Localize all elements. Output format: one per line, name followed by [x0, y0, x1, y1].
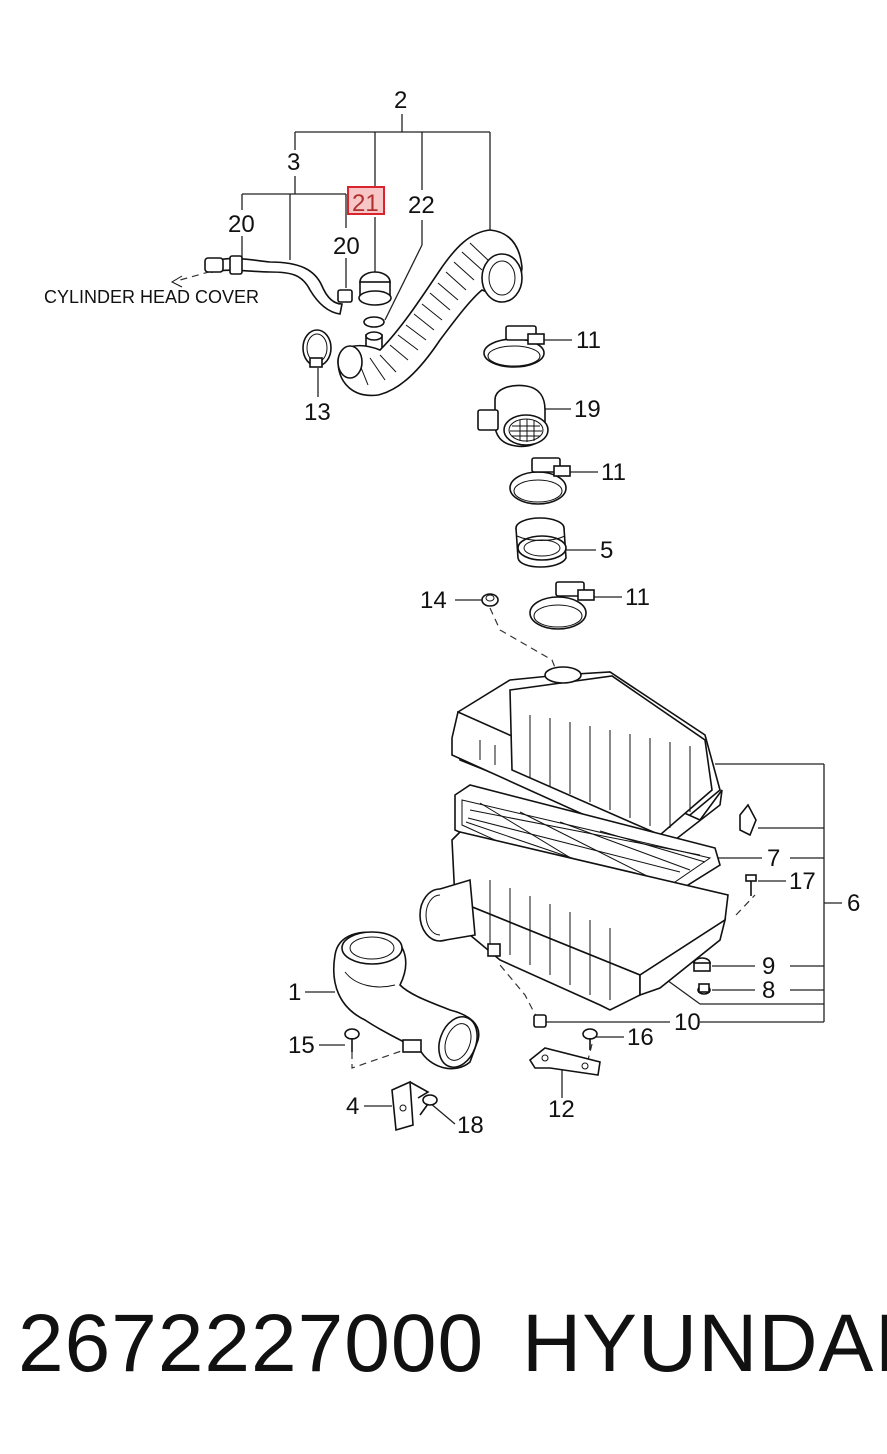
- dashed-connectors: [179, 261, 756, 1069]
- label-4: 4: [346, 1093, 359, 1120]
- bracket-12: [528, 1047, 601, 1076]
- label-18: 18: [457, 1112, 484, 1139]
- highlight-box-21: [347, 186, 385, 215]
- label-13: 13: [304, 399, 331, 426]
- label-11-low: 11: [625, 584, 650, 611]
- label-22: 22: [408, 192, 435, 219]
- cylinder-head-cover-note: CYLINDER HEAD COVER: [44, 287, 259, 307]
- label-2: 2: [394, 87, 407, 114]
- label-20-mid: 20: [333, 233, 360, 260]
- label-8: 8: [762, 977, 775, 1004]
- label-15: 15: [288, 1032, 315, 1059]
- label-12: 12: [548, 1096, 575, 1123]
- hose-5: [515, 517, 567, 568]
- label-19: 19: [574, 396, 601, 423]
- brand-name: HYUNDAI: [522, 1298, 887, 1389]
- air-flow-sensor: [477, 384, 549, 448]
- leader-lines: [241, 114, 842, 1125]
- bolts: [344, 1014, 598, 1052]
- bracket-4: [391, 1080, 438, 1132]
- label-6: 6: [847, 890, 860, 917]
- label-11-mid: 11: [601, 459, 626, 486]
- label-9: 9: [762, 953, 775, 980]
- part-number: 2672227000: [18, 1298, 485, 1389]
- label-21: 21: [352, 190, 379, 217]
- label-7: 7: [767, 845, 780, 872]
- label-3: 3: [287, 149, 300, 176]
- label-11-top: 11: [576, 327, 601, 354]
- label-14: 14: [420, 587, 447, 614]
- breather-hose: [170, 255, 353, 315]
- breather-cap: [358, 271, 392, 356]
- air-cleaner-assembly: [419, 666, 757, 1011]
- small-fasteners: [693, 874, 757, 995]
- clamp-13: [302, 329, 332, 368]
- callout-labels: 2 3 20 20 21 22 CYLINDER HEAD COVER 13 1…: [44, 87, 860, 1139]
- grommet-14: [481, 593, 499, 607]
- intake-duct: [333, 931, 480, 1070]
- label-10: 10: [674, 1009, 701, 1036]
- label-20-left: 20: [228, 211, 255, 238]
- intake-hose: [337, 229, 523, 397]
- clamps-11: [483, 325, 595, 630]
- label-5: 5: [600, 537, 613, 564]
- label-1: 1: [288, 979, 301, 1006]
- label-16: 16: [627, 1024, 654, 1051]
- label-17: 17: [789, 868, 816, 895]
